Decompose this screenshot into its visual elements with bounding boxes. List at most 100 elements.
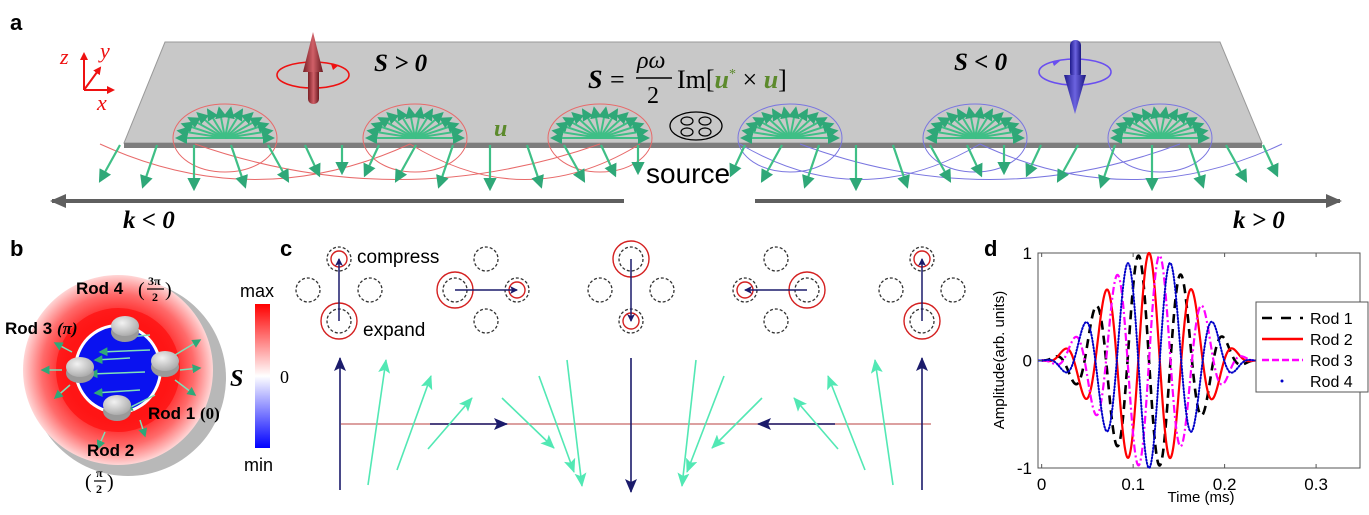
displacement-arrow: [771, 108, 791, 139]
y-tick-label: -1: [1017, 459, 1032, 478]
legend-label: Rod 2: [1310, 332, 1353, 349]
panel-a-letter: a: [10, 10, 23, 35]
field-arrow-mint: [427, 397, 473, 450]
panel-a: a z y x S > 0: [10, 10, 1342, 234]
rod-rest-outline: [940, 277, 966, 303]
displacement-arrow: [1159, 117, 1198, 139]
displacement-arrow: [780, 106, 793, 139]
displacement-arrow: [1187, 144, 1206, 189]
polarization-ellipse: [1107, 103, 1213, 173]
displacement-arrow: [436, 144, 455, 189]
field-arrow-mint: [686, 375, 725, 473]
rod-rest-outline: [763, 246, 789, 272]
rod-2-icon: [103, 395, 131, 421]
svg-text:π: π: [96, 466, 103, 480]
displacement-arrow: [965, 106, 978, 139]
chart-legend: Rod 1 Rod 2 Rod 3 Rod 4: [1255, 301, 1369, 393]
displacement-arrow: [571, 111, 601, 139]
rod-snapshot: [587, 240, 675, 334]
colorbar-gradient: [255, 304, 270, 448]
field-arrow-mint: [793, 397, 839, 450]
displacement-arrow: [946, 111, 976, 139]
displacement-arrow: [304, 144, 321, 178]
displacement-arrow: [599, 108, 619, 139]
displacement-arrow: [789, 108, 809, 139]
displacement-arrow: [930, 121, 976, 139]
field-arrow-mint: [677, 359, 697, 487]
displacement-arrow: [180, 121, 226, 139]
z-axis-label: z: [59, 44, 69, 69]
rod-rest-outline: [618, 246, 644, 272]
displacement-arrow: [206, 108, 226, 139]
formula-im: Im[u* × u]: [677, 65, 787, 94]
rod-3-label: Rod 3 (π): [5, 319, 78, 338]
spin-arrow: [98, 347, 151, 357]
displacement-arrow: [525, 144, 544, 189]
displacement-arrow: [929, 144, 952, 183]
x-axis-label: x: [96, 90, 107, 115]
displacement-arrow: [412, 106, 425, 139]
spin-arrow: [96, 431, 106, 450]
spin-arrow: [88, 369, 146, 379]
displacement-arrow: [1115, 121, 1161, 139]
rod-4-label: Rod 4: [76, 279, 124, 298]
spin-arrow: [93, 388, 141, 397]
rod-2-phase: ( π 2 ): [85, 466, 114, 496]
field-arrow-mint: [396, 375, 433, 471]
series-rod-2: [1041, 251, 1257, 460]
displacement-arrow: [196, 111, 226, 139]
rod-3-icon: [66, 357, 94, 383]
polarization-arc: [799, 143, 1181, 180]
spin-arrow: [179, 364, 202, 374]
rod-rest-outline: [763, 308, 789, 334]
displacement-arrow: [974, 108, 994, 139]
displacement-arrow: [1150, 106, 1163, 139]
displacement-arrow: [229, 144, 248, 189]
displacement-arrow: [974, 117, 1013, 139]
rod-4-phase: ( 3π 2 ): [138, 274, 172, 304]
displacement-label: u: [494, 116, 507, 142]
source-label: source: [646, 158, 730, 189]
svg-text:(: (: [85, 471, 92, 493]
polarization-ellipse: [547, 103, 653, 173]
legend-label: Rod 3: [1310, 353, 1353, 370]
field-arrow-mint: [827, 375, 866, 471]
svg-text:2: 2: [152, 290, 158, 304]
panel-c: c compress expand: [280, 236, 966, 493]
spin-positive-label: S > 0: [374, 50, 428, 77]
displacement-arrow: [1122, 117, 1161, 139]
polarization-ellipse: [362, 103, 468, 173]
y-tick-label: 0: [1023, 352, 1032, 371]
displacement-arrow: [396, 108, 416, 139]
field-arrow-mint: [538, 375, 576, 473]
rod-rest-outline: [473, 246, 499, 272]
k-positive-label: k > 0: [1233, 207, 1285, 234]
legend-label: Rod 1: [1310, 311, 1353, 328]
displacement-arrow: [414, 108, 434, 139]
plate-edge: [124, 143, 1262, 148]
rod-snapshot: [732, 246, 826, 334]
formula-lhs: S: [588, 65, 602, 94]
displacement-arrow: [597, 106, 610, 139]
field-arrow-mint: [711, 397, 763, 449]
displacement-arrow: [98, 144, 121, 183]
displacement-arrow: [370, 121, 416, 139]
displacement-arrow: [224, 111, 254, 139]
displacement-arrow: [745, 121, 791, 139]
x-axis-label: Time (ms): [1168, 489, 1235, 506]
x-tick-label: 0.2: [1213, 475, 1237, 494]
displacement-arrow: [789, 117, 828, 139]
svg-text:(: (: [138, 279, 145, 301]
displacement-arrow: [386, 111, 416, 139]
formula-eq: =: [610, 65, 625, 94]
legend-label: Rod 4: [1310, 374, 1353, 391]
displacement-field: [98, 103, 1283, 192]
displacement-arrow: [761, 111, 791, 139]
spin-arrow: [93, 355, 131, 365]
displacement-arrow: [562, 117, 601, 139]
displacement-arrow: [414, 117, 453, 139]
legend-swatch: [1280, 379, 1284, 383]
